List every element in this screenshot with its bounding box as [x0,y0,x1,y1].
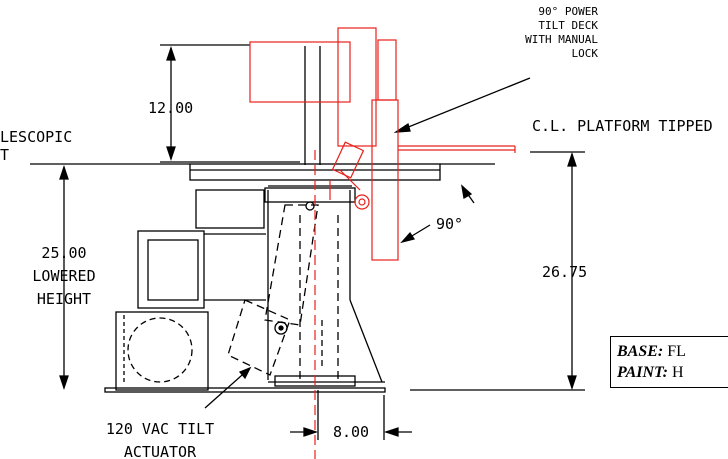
base-spec-value: FL [667,343,686,360]
lowered-height-line-3: HEIGHT [37,290,91,308]
tilt-deck-line-3: WITH MANUAL [525,33,598,46]
dimension-tipped-height [410,151,585,391]
platform-tipped-label: C.L. PLATFORM TIPPED [532,117,713,135]
paint-spec-label: PAINT: [617,364,668,381]
actuator-label-line-1: 120 VAC TILT [106,420,214,438]
base-spec-label: BASE: [617,343,664,360]
tilt-deck-label: 90° POWER TILT DECK WITH MANUAL LOCK [525,5,598,60]
leader-lines [204,77,531,409]
dimension-26-75-label: 26.75 [542,263,587,281]
dimension-12-label: 12.00 [148,99,193,117]
tilt-deck-line-2: TILT DECK [538,19,598,32]
motor-housing [115,189,266,391]
platform-deck [30,163,495,181]
angle-label: 90° [436,215,463,233]
dimension-base-width [290,390,412,440]
tilt-deck-line-1: 90° POWER [538,5,598,18]
base-spec-row: BASE: FL [617,341,728,362]
telescopic-label-line-2: T [0,146,9,164]
tilt-actuator [227,201,319,376]
spec-note-box: BASE: FL PAINT: H [610,336,728,388]
column-base [104,185,386,393]
telescopic-label-line-1: LESCOPIC [0,128,72,146]
dimension-lowered-height [59,164,69,391]
actuator-label-line-2: ACTUATOR [124,443,197,459]
tilted-deck-assembly [249,27,516,459]
lowered-height-line-2: LOWERED [32,267,95,285]
dimension-8-label: 8.00 [333,423,369,441]
dimension-12 [160,44,300,163]
paint-spec-value: H [671,364,684,381]
upright-post [304,46,321,165]
tilt-deck-line-4: LOCK [572,47,599,60]
paint-spec-row: PAINT: H [617,362,728,383]
lowered-height-value: 25.00 [41,244,86,262]
